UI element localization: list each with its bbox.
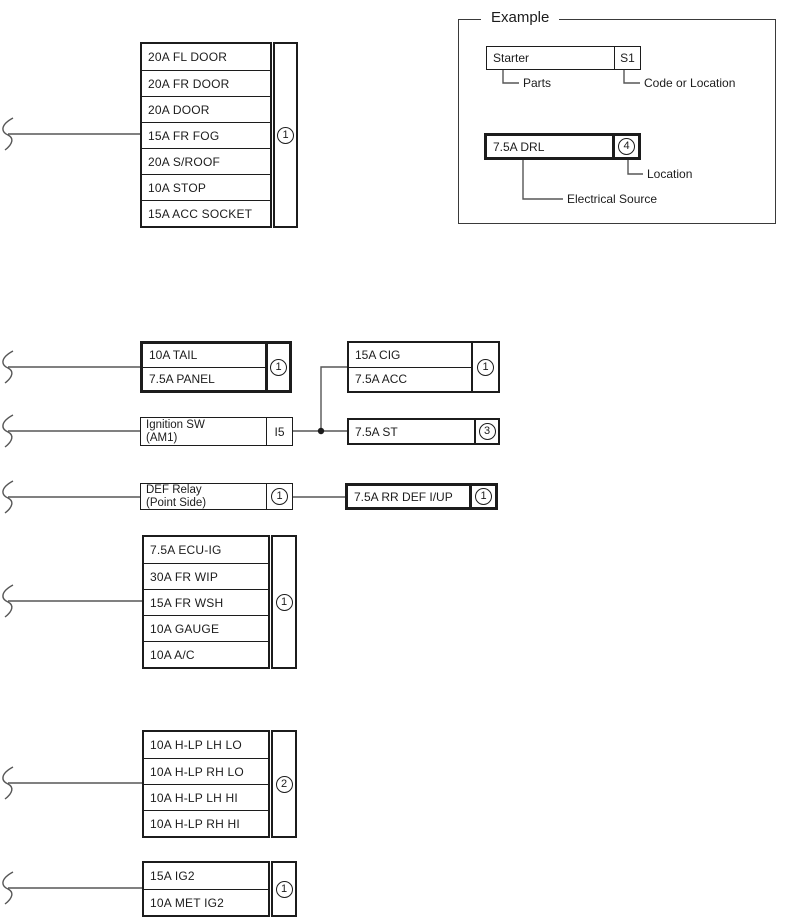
example-parts-label: Starter — [493, 51, 530, 65]
part-label-line2: (Point Side) — [146, 496, 207, 509]
fuse-block-ecu-ig: 7.5A ECU-IG 30A FR WIP 15A FR WSH 10A GA… — [142, 535, 297, 669]
fuse-row: 7.5A ST — [355, 424, 398, 439]
wire-continuation-icon — [2, 584, 14, 618]
example-parts-box: Starter S1 — [486, 46, 641, 70]
fuse-row: 10A H-LP RH HI — [144, 810, 268, 836]
junction-dot — [317, 427, 325, 435]
fuse-block-cig-acc: 15A CIG 7.5A ACC 1 — [347, 341, 500, 393]
fuse-block-door: 20A FL DOOR 20A FR DOOR 20A DOOR 15A FR … — [140, 42, 298, 228]
wire-continuation-icon — [2, 871, 14, 905]
fuse-row: 10A H-LP RH LO — [144, 758, 268, 784]
fuse-row: 30A FR WIP — [144, 563, 268, 589]
part-box-ignition-sw: Ignition SW (AM1) I5 — [140, 417, 293, 446]
fuse-row: 7.5A ACC — [349, 366, 471, 392]
location-badge: 1 — [275, 593, 293, 611]
wire-continuation-icon — [2, 480, 14, 514]
location-badge: 4 — [618, 138, 635, 155]
caption-parts: Parts — [523, 76, 552, 90]
location-badge: 1 — [475, 488, 492, 505]
fuse-row: 10A H-LP LH LO — [144, 732, 268, 758]
example-title: Example — [481, 9, 560, 26]
location-badge: 1 — [270, 358, 287, 376]
fuse-row: 20A S/ROOF — [142, 148, 270, 174]
fuse-block-tail-panel: 10A TAIL 7.5A PANEL 1 — [140, 341, 292, 393]
location-badge: 3 — [478, 423, 496, 440]
part-label-line2: (AM1) — [146, 431, 178, 444]
part-code-cell: I5 — [266, 418, 292, 445]
part-label-line1: DEF Relay — [146, 484, 202, 496]
location-badge: 2 — [275, 775, 293, 793]
fuse-row: 15A ACC SOCKET — [142, 200, 270, 226]
location-badge: 1 — [275, 880, 293, 898]
fuse-row: 20A FL DOOR — [142, 44, 270, 70]
example-location-cell: 4 — [612, 136, 638, 157]
wire-continuation-icon — [2, 350, 14, 384]
fuse-row: 15A CIG — [355, 347, 401, 362]
fuse-block-st: 7.5A ST 3 — [347, 418, 500, 445]
fuse-row: 20A FR DOOR — [142, 70, 270, 96]
fuse-row: 7.5A PANEL — [143, 366, 265, 391]
caption-code-or-location: Code or Location — [644, 76, 736, 90]
fuse-row: 10A H-LP LH HI — [144, 784, 268, 810]
example-source-box: 7.5A DRL 4 — [484, 133, 641, 160]
wire-continuation-icon — [2, 414, 14, 448]
fuse-row: 15A FR WSH — [144, 589, 268, 615]
fuse-row: 10A MET IG2 — [144, 889, 268, 915]
fuse-block-rr-def: 7.5A RR DEF I/UP 1 — [345, 483, 498, 510]
location-badge: 1 — [477, 358, 494, 376]
part-box-def-relay: DEF Relay (Point Side) 1 — [140, 483, 293, 510]
fuse-row: 7.5A ECU-IG — [144, 537, 268, 563]
location-badge: 1 — [277, 126, 294, 144]
example-code-cell: S1 — [614, 47, 640, 69]
fuse-row: 10A A/C — [144, 641, 268, 667]
fuse-row: 7.5A RR DEF I/UP — [354, 489, 453, 504]
wire-continuation-icon — [2, 766, 14, 800]
caption-electrical-source: Electrical Source — [567, 192, 658, 206]
wire-continuation-icon — [2, 117, 14, 151]
part-label-line1: Ignition SW — [146, 419, 205, 431]
example-legend-box: Example Starter S1 7.5A DRL 4 Parts Code… — [458, 9, 776, 224]
location-badge: 1 — [271, 488, 288, 505]
fuse-row: 10A STOP — [142, 174, 270, 200]
fuse-row: 15A IG2 — [144, 863, 268, 889]
fuse-row: 10A TAIL — [149, 348, 198, 363]
fuse-row: 10A GAUGE — [144, 615, 268, 641]
fuse-row: 15A FR FOG — [142, 122, 270, 148]
example-source-label: 7.5A DRL — [493, 139, 545, 154]
caption-location: Location — [647, 167, 693, 181]
example-leader-lines — [502, 70, 643, 200]
connector-ignition-to-cig — [320, 366, 347, 431]
fuse-block-ig2: 15A IG2 10A MET IG2 1 — [142, 861, 297, 917]
fuse-row: 20A DOOR — [142, 96, 270, 122]
fuse-block-headlamp: 10A H-LP LH LO 10A H-LP RH LO 10A H-LP L… — [142, 730, 297, 838]
